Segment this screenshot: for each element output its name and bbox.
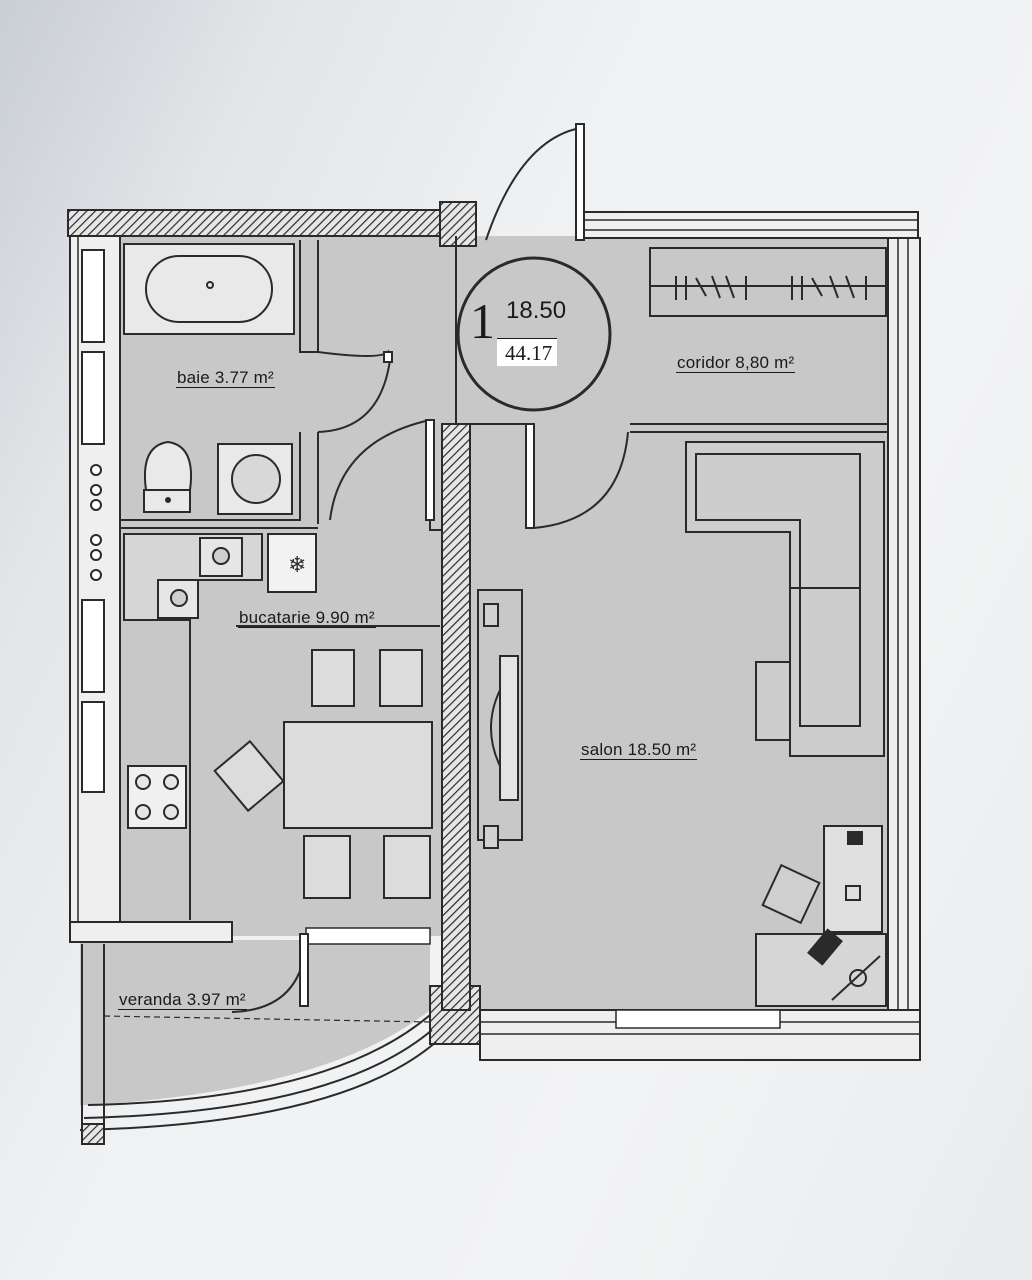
toilet — [144, 440, 192, 491]
tv-stand — [477, 589, 523, 841]
room-label-bathroom: baie 3.77 m² — [176, 368, 275, 388]
room-label-veranda: veranda 3.97 m² — [118, 990, 247, 1010]
tv — [499, 655, 519, 801]
snowflake-icon: ❄ — [288, 553, 306, 578]
fridge — [267, 533, 317, 593]
apartment-badge — [456, 256, 612, 412]
kitchen-fixtures — [123, 533, 440, 920]
outer-walls — [67, 201, 921, 1061]
wardrobe — [649, 247, 887, 317]
doors — [79, 123, 629, 1145]
stove — [127, 765, 187, 829]
bathroom-fixtures — [123, 243, 295, 515]
left-windows — [81, 249, 105, 793]
living-furniture — [477, 441, 887, 1007]
interior-walls — [120, 236, 888, 1011]
badge-room-count: 1 — [470, 293, 495, 349]
badge-living-area: 18.50 — [506, 297, 567, 324]
bathtub-basin — [145, 255, 273, 323]
dining-table — [283, 721, 433, 829]
room-label-corridor: coridor 8,80 m² — [676, 353, 796, 373]
dining-set — [213, 649, 433, 899]
room-label-kitchen: bucatarie 9.90 m² — [238, 608, 376, 628]
room-label-living: salon 18.50 m² — [580, 740, 698, 760]
badge-total-area: 44.17 — [497, 338, 558, 366]
